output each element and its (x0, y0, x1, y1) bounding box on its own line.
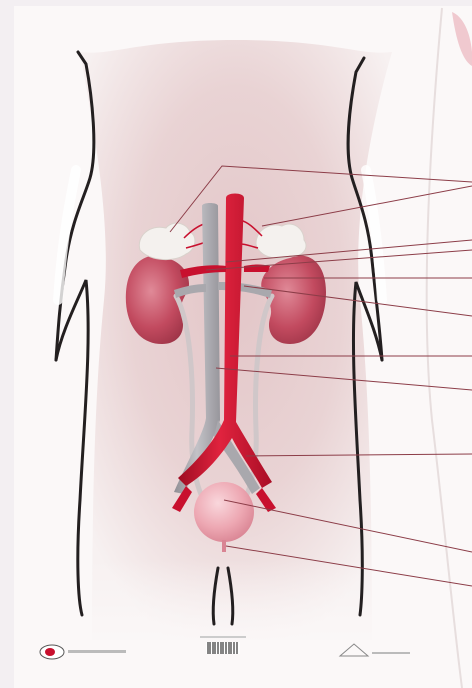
urinary-bladder (194, 482, 254, 542)
urethra (222, 540, 226, 552)
adrenal-gland-right (256, 224, 306, 258)
